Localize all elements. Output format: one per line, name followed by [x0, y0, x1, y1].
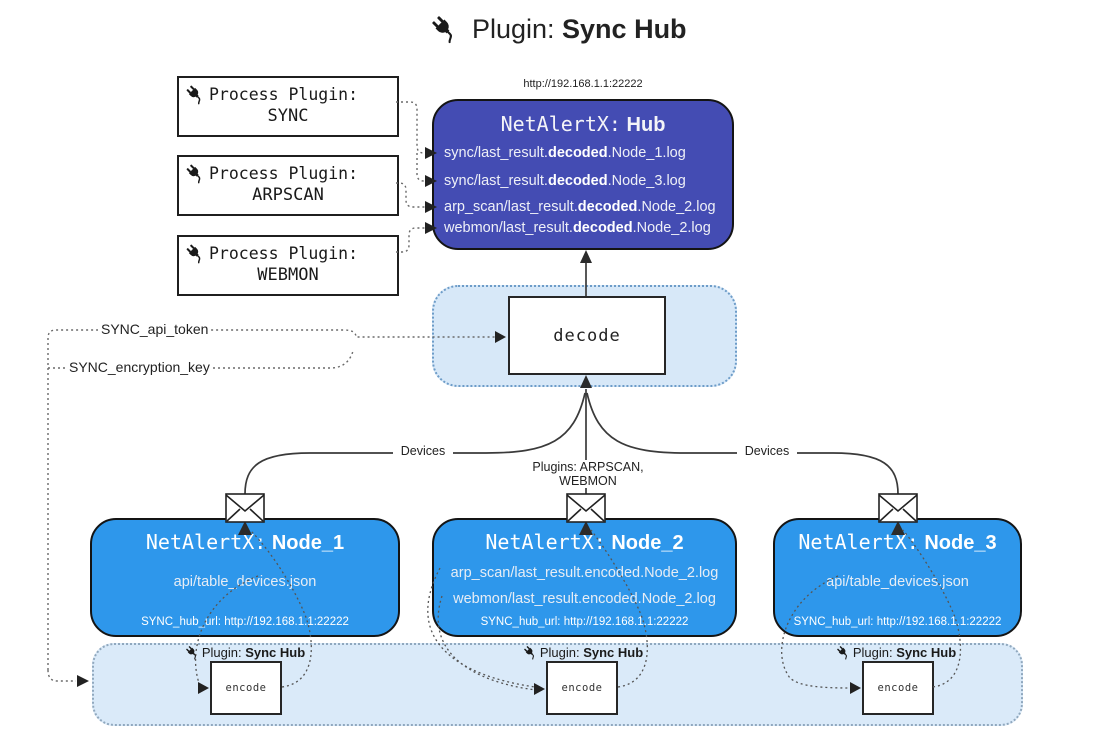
node-file: api/table_devices.json: [173, 574, 317, 590]
plug-icon: [523, 646, 534, 660]
hub-title-name: Hub: [626, 114, 666, 136]
process-plugin-name: WEBMON: [257, 265, 319, 285]
band-plugin-label: Plugin: Sync Hub: [811, 645, 981, 660]
plug-icon: [432, 16, 453, 44]
node-title-name: Node_2: [611, 532, 684, 554]
plug-icon: [186, 244, 201, 264]
node-title: NetAlertX: Node_1: [92, 530, 398, 555]
encode-box: encode: [210, 661, 282, 715]
process-plugin-header: Process Plugin:: [179, 157, 397, 184]
band-plugin-name: Sync Hub: [896, 645, 957, 660]
hub-log-em: decoded: [547, 145, 608, 161]
hub-log-pre: sync/last_result.: [444, 173, 548, 189]
process-plugin-label: Process Plugin:: [209, 164, 359, 183]
plug-icon: [186, 164, 201, 184]
band-plugin-name: Sync Hub: [245, 645, 306, 660]
title-name: Sync Hub: [562, 14, 687, 44]
node-title-prefix: NetAlertX:: [145, 530, 267, 554]
sync-api-token-label: SYNC_api_token: [98, 321, 212, 337]
node-title-prefix: NetAlertX:: [798, 530, 919, 554]
plug-icon: [185, 646, 196, 660]
band-plugin-name: Sync Hub: [583, 645, 644, 660]
node-title-name: Node_3: [924, 532, 997, 554]
hub-url-label: http://192.168.1.1:22222: [523, 78, 643, 90]
process-plugin-label: Process Plugin:: [209, 244, 359, 263]
process-plugin-name: ARPSCAN: [252, 185, 324, 205]
band-plugin-label: Plugin: Sync Hub: [498, 645, 668, 660]
hub-log-post: .Node_2.log: [632, 220, 711, 236]
hub-log-pre: webmon/last_result.: [444, 220, 573, 236]
hub-title-prefix: NetAlertX:: [500, 112, 621, 136]
hub-log-pre: sync/last_result.: [444, 145, 548, 161]
hub-log-line: sync/last_result.decoded.Node_3.log: [444, 173, 732, 189]
node-3-box: NetAlertX: Node_3 api/table_devices.json…: [773, 518, 1022, 637]
hub-log-pre: arp_scan/last_result.: [444, 199, 578, 215]
process-plugin-header: Process Plugin:: [179, 237, 397, 264]
plug-icon: [836, 646, 847, 660]
node-hub-url: SYNC_hub_url: http://192.168.1.1:22222: [141, 616, 349, 628]
band-plugin-text: Plugin:: [539, 645, 580, 660]
encode-box: encode: [862, 661, 934, 715]
node-title-prefix: NetAlertX:: [485, 530, 606, 554]
node-1-box: NetAlertX: Node_1 api/table_devices.json…: [90, 518, 400, 637]
hub-log-post: .Node_1.log: [607, 145, 686, 161]
hub-log-em: decoded: [572, 220, 633, 236]
title-label: Plugin:: [471, 14, 555, 44]
hub-log-post: .Node_3.log: [607, 173, 686, 189]
node-file: arp_scan/last_result.encoded.Node_2.log: [450, 565, 719, 581]
node-file: api/table_devices.json: [826, 574, 969, 590]
band-plugin-label: Plugin: Sync Hub: [160, 645, 330, 660]
hub-log-em: decoded: [577, 199, 638, 215]
band-plugin-text: Plugin:: [201, 645, 242, 660]
process-plugin-header: Process Plugin:: [179, 78, 397, 105]
process-plugin-name: SYNC: [267, 106, 309, 126]
band-plugin-text: Plugin:: [852, 645, 893, 660]
hub-log-line: sync/last_result.decoded.Node_1.log: [444, 145, 732, 161]
node-title-name: Node_1: [271, 532, 345, 554]
plugin-hub-connectors: [396, 101, 427, 253]
hub-log-line: arp_scan/last_result.decoded.Node_2.log: [444, 199, 732, 215]
plug-icon: [186, 85, 201, 105]
node-file: webmon/last_result.encoded.Node_2.log: [453, 591, 716, 607]
process-plugin-box-webmon: Process Plugin: WEBMON: [177, 235, 399, 296]
edge-label-devices-right: Devices: [737, 444, 797, 458]
edge-label-plugins: Plugins: ARPSCAN, WEBMON: [506, 460, 670, 488]
node-2-box: NetAlertX: Node_2 arp_scan/last_result.e…: [432, 518, 737, 637]
hub-log-post: .Node_2.log: [637, 199, 716, 215]
sync-encryption-key-label: SYNC_encryption_key: [66, 359, 213, 375]
node-title: NetAlertX: Node_2: [434, 530, 735, 555]
process-plugin-box-sync: Process Plugin: SYNC: [177, 76, 399, 137]
node-title: NetAlertX: Node_3: [775, 530, 1020, 555]
decode-box: decode: [508, 296, 666, 375]
hub-log-line: webmon/last_result.decoded.Node_2.log: [444, 220, 732, 236]
page-title: Plugin: Sync Hub: [0, 14, 1117, 45]
hub-title: NetAlertX: Hub: [434, 112, 732, 137]
process-plugin-label: Process Plugin:: [209, 85, 359, 104]
encode-box: encode: [546, 661, 618, 715]
hub-log-em: decoded: [547, 173, 608, 189]
node-hub-url: SYNC_hub_url: http://192.168.1.1:22222: [793, 616, 1002, 628]
node-hub-url: SYNC_hub_url: http://192.168.1.1:22222: [480, 616, 689, 628]
process-plugin-box-arpscan: Process Plugin: ARPSCAN: [177, 155, 399, 216]
hub-box: NetAlertX: Hub sync/last_result.decoded.…: [432, 99, 734, 250]
edge-label-devices-left: Devices: [393, 444, 453, 458]
